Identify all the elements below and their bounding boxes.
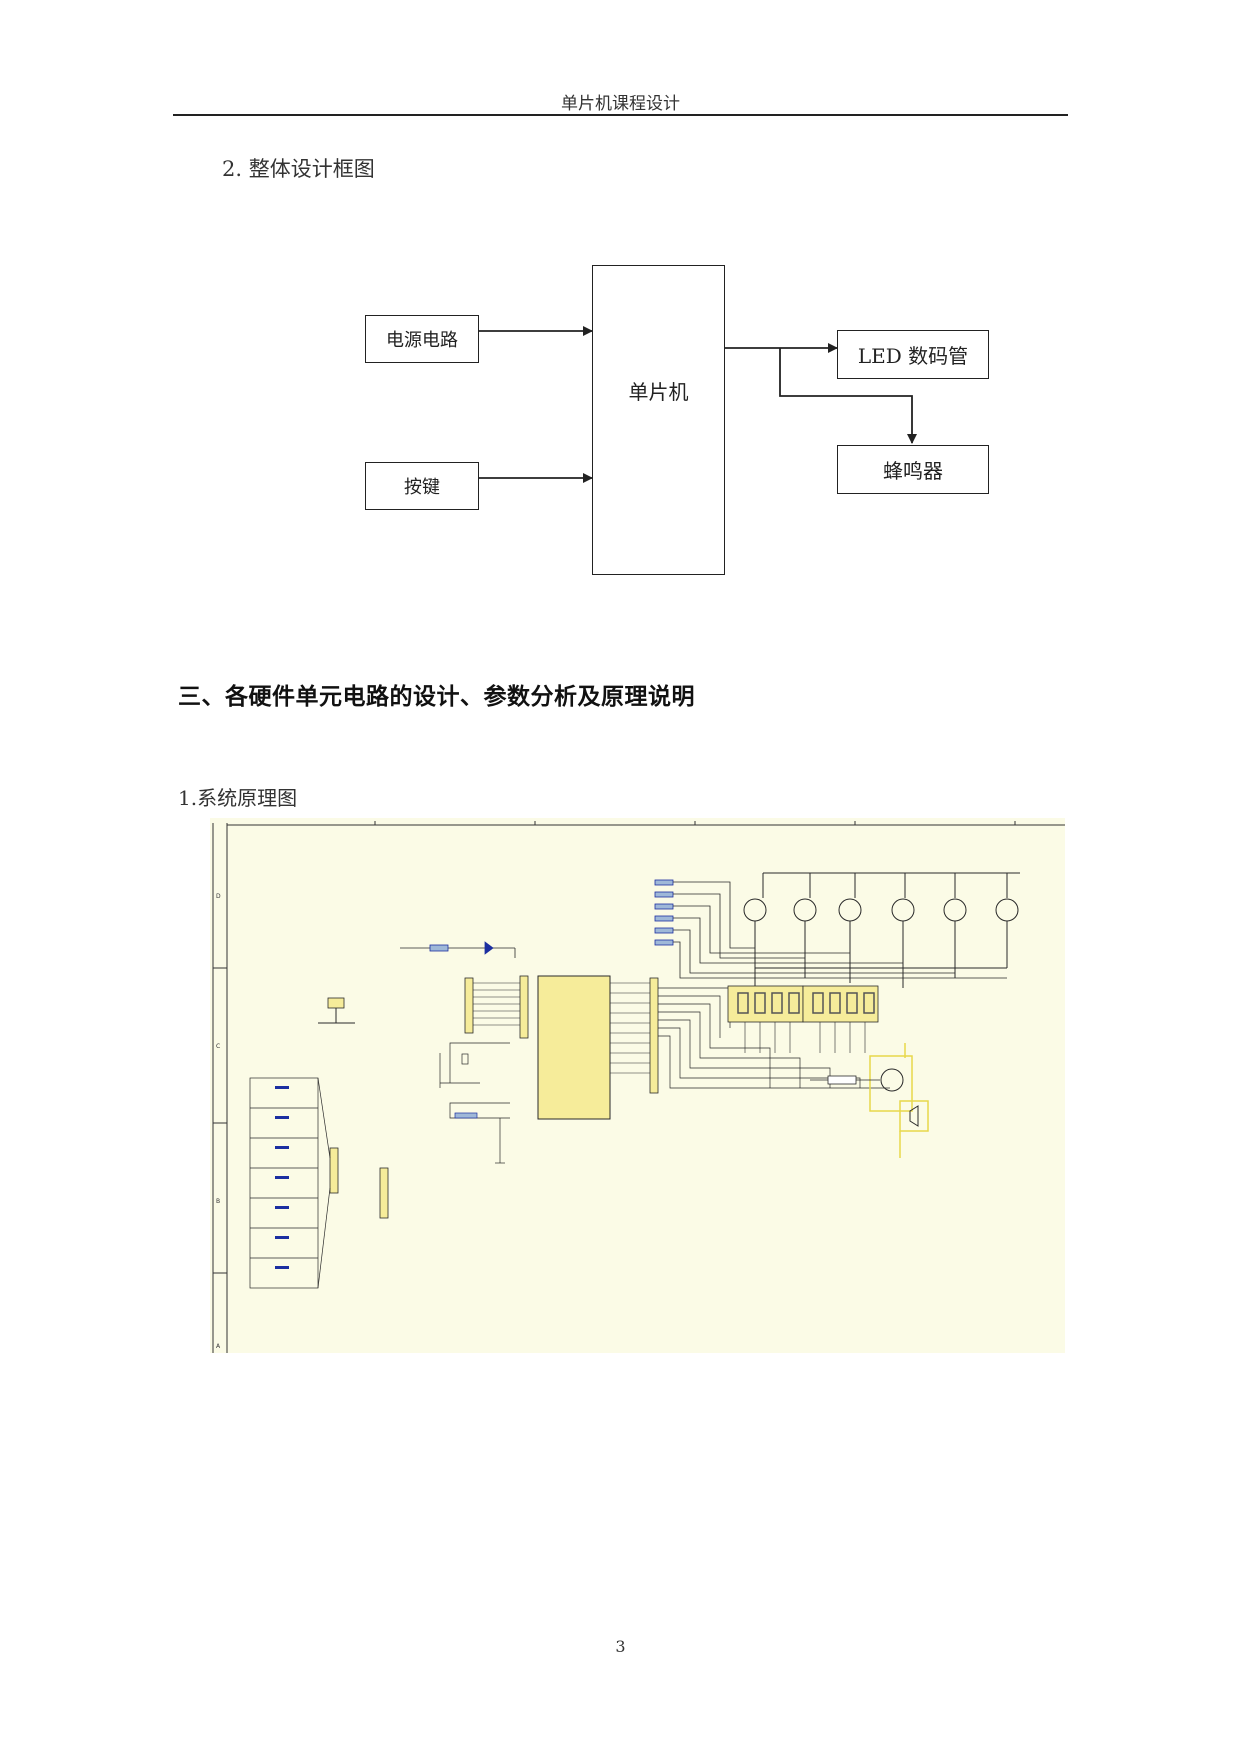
section-2-title: 2. 整体设计框图 (222, 157, 375, 181)
block-keys: 按键 (365, 462, 479, 510)
seven-segment-displays (727, 985, 879, 1023)
block-mcu-label: 单片机 (628, 380, 689, 404)
led-indicator (400, 941, 516, 958)
border-letter-b: B (216, 1198, 220, 1205)
display-bus (658, 987, 890, 1089)
key-switches (249, 1077, 331, 1289)
block-led-display: LED 数码管 (837, 330, 989, 379)
key-labels (275, 1086, 289, 1269)
arrow-mcu-to-buzzer (779, 348, 917, 444)
page-number: 3 (615, 1637, 626, 1656)
border-letter-c: C (216, 1043, 220, 1050)
power-connector (318, 997, 355, 1024)
page-header-title: 单片机课程设计 (561, 94, 680, 114)
block-mcu: 单片机 (592, 265, 725, 575)
left-headers (329, 975, 659, 1219)
block-power-supply: 电源电路 (365, 315, 479, 363)
header-rule (173, 114, 1068, 116)
transistor-array (743, 872, 1020, 988)
oscillator-reset (439, 1042, 510, 1164)
system-schematic: D C B A (210, 818, 1065, 1353)
border-letter-d: D (216, 893, 221, 900)
base-resistors (654, 879, 674, 946)
section-3-1-title: 1.系统原理图 (178, 786, 298, 810)
mcu-chip (537, 975, 611, 1120)
schematic-drawing: D C B A (212, 821, 1065, 1353)
border-letter-a: A (216, 1343, 221, 1350)
block-diagram-connectors (478, 326, 917, 483)
block-buzzer: 蜂鸣器 (837, 445, 989, 494)
buzzer-circuit (810, 1043, 929, 1158)
section-3-heading: 三、各硬件单元电路的设计、参数分析及原理说明 (178, 684, 695, 710)
